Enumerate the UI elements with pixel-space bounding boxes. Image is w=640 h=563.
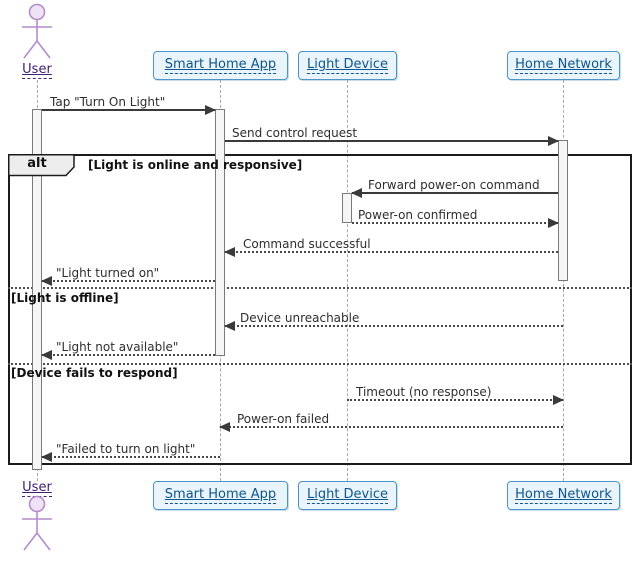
arrowhead-icon — [548, 218, 559, 228]
actor-user-label-bottom: User — [22, 480, 52, 497]
arrowhead-icon — [41, 276, 52, 286]
participant-box-smart-home-app-top: Smart Home App — [153, 51, 288, 80]
message-light-not-available: "Light not available" — [41, 340, 215, 360]
participant-box-smart-home-app-bottom: Smart Home App — [153, 481, 288, 510]
arrowhead-icon — [548, 136, 559, 146]
message-light-turned-on: "Light turned on" — [41, 266, 215, 286]
message-label: Forward power-on command — [368, 178, 540, 192]
lifeline-light-device — [347, 80, 348, 481]
activation-smart-home-app — [215, 109, 225, 356]
message-tap-turn-on-light: Tap "Turn On Light" — [42, 95, 216, 115]
alt-fragment-frame — [8, 154, 632, 465]
message-send-control-request: Send control request — [225, 126, 559, 146]
participant-box-home-network-top: Home Network — [507, 51, 620, 80]
message-power-on-failed: Power-on failed — [219, 412, 563, 432]
actor-figure-icon — [14, 3, 60, 65]
actor-user-label-top: User — [22, 62, 52, 79]
message-timeout-no-response: Timeout (no response) — [347, 385, 564, 405]
arrowhead-icon — [351, 188, 362, 198]
activation-user — [32, 109, 42, 470]
message-label: Power-on confirmed — [358, 208, 478, 222]
guard-device-fails: [Device fails to respond] — [11, 366, 178, 380]
message-label: Tap "Turn On Light" — [50, 95, 166, 109]
arrowhead-icon — [224, 321, 235, 331]
arrowhead-icon — [224, 247, 235, 257]
message-label: Power-on failed — [237, 412, 330, 426]
guard-light-online: [Light is online and responsive] — [88, 158, 303, 172]
guard-light-offline: [Light is offline] — [11, 291, 119, 305]
arrowhead-icon — [553, 395, 564, 405]
alt-tab-pentagon-icon — [8, 154, 75, 177]
participant-box-home-network-bottom: Home Network — [507, 481, 620, 510]
message-label: Device unreachable — [240, 311, 360, 325]
participant-box-light-device-bottom: Light Device — [298, 481, 397, 510]
alt-divider-1 — [8, 287, 632, 289]
arrowhead-icon — [219, 422, 230, 432]
alt-operator-tab: alt — [8, 154, 78, 177]
arrowhead-icon — [205, 105, 216, 115]
arrowhead-icon — [41, 350, 52, 360]
arrowhead-icon — [41, 452, 52, 462]
message-label: Send control request — [232, 126, 358, 140]
message-label: Timeout (no response) — [356, 385, 492, 399]
alt-operator-label: alt — [27, 156, 47, 171]
activation-home-network — [558, 140, 568, 281]
message-label: Command successful — [243, 237, 371, 251]
participant-box-light-device-top: Light Device — [298, 51, 397, 80]
alt-divider-2 — [8, 363, 632, 365]
message-failed-to-turn-on-light: "Failed to turn on light" — [41, 442, 220, 462]
message-command-successful: Command successful — [224, 237, 558, 257]
message-device-unreachable: Device unreachable — [224, 311, 563, 331]
message-label: "Light not available" — [56, 340, 179, 354]
message-forward-power-on-command: Forward power-on command — [351, 178, 558, 198]
activation-light-device — [342, 193, 352, 223]
message-label: "Light turned on" — [56, 266, 160, 280]
message-power-on-confirmed: Power-on confirmed — [352, 208, 559, 228]
actor-figure-icon — [14, 495, 60, 557]
message-label: "Failed to turn on light" — [56, 442, 196, 456]
